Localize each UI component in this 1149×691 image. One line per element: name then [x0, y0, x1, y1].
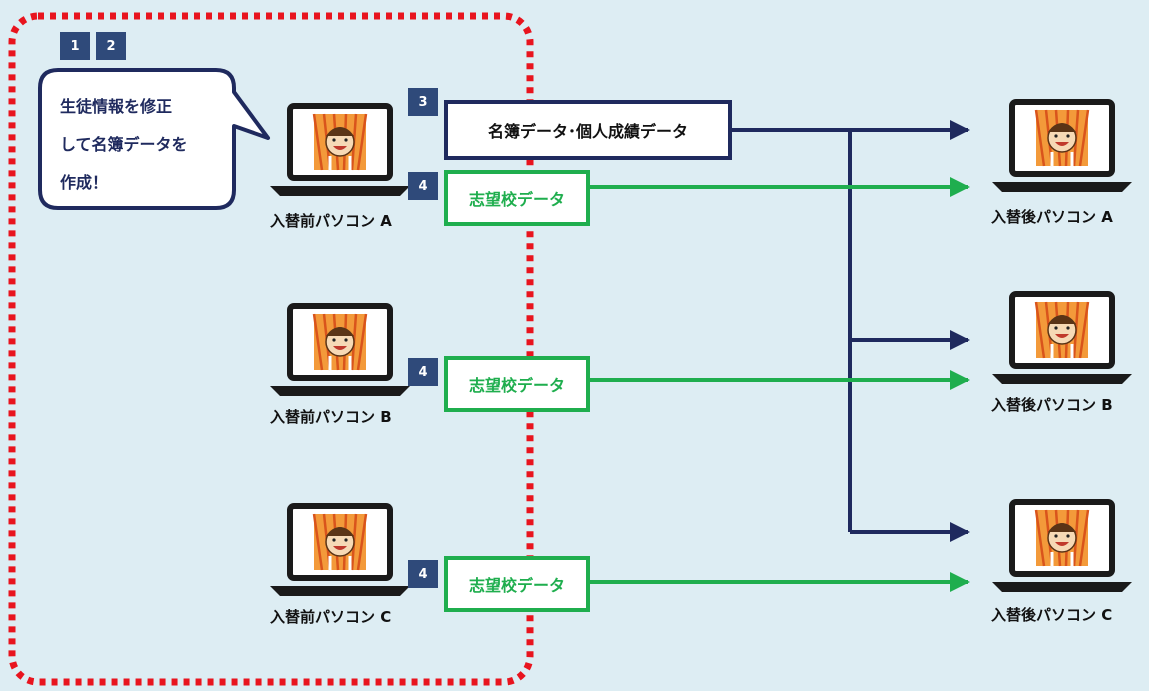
step-badge-4c: 4	[408, 560, 438, 588]
bubble-text: 生徒情報を修正 して名簿データを 作成！	[60, 88, 240, 202]
school-arrows	[590, 177, 970, 592]
pc-before-b-label: 入替前パソコン B	[270, 408, 392, 426]
roster-data-label: 名簿データ･個人成績データ	[444, 100, 732, 160]
speech-bubble	[38, 68, 270, 210]
pc-after-c-label: 入替後パソコン C	[991, 606, 1113, 624]
laptop-after-a-icon	[992, 102, 1132, 192]
roster-arrows	[730, 120, 970, 542]
step-badge-4b: 4	[408, 358, 438, 386]
laptop-before-c-icon	[270, 506, 410, 596]
pc-after-b-label: 入替後パソコン B	[991, 396, 1113, 414]
step-badge-4a: 4	[408, 172, 438, 200]
bubble-line-1: 生徒情報を修正	[60, 97, 173, 116]
bubble-line-3: 作成！	[60, 173, 109, 192]
laptop-after-b-icon	[992, 294, 1132, 384]
bubble-line-2: して名簿データを	[60, 135, 188, 154]
step-badge-2: 2	[96, 32, 126, 60]
school-data-label-b: 志望校データ	[444, 356, 590, 412]
step-badge-3: 3	[408, 88, 438, 116]
pc-before-a-label: 入替前パソコン A	[270, 212, 392, 230]
pc-before-c-label: 入替前パソコン C	[270, 608, 392, 626]
laptop-before-a-icon	[270, 106, 410, 196]
laptop-before-b-icon	[270, 306, 410, 396]
dotted-region-border	[8, 12, 534, 686]
school-data-label-a: 志望校データ	[444, 170, 590, 226]
laptop-after-c-icon	[992, 502, 1132, 592]
pc-after-a-label: 入替後パソコン A	[991, 208, 1113, 226]
step-badge-1: 1	[60, 32, 90, 60]
school-data-label-c: 志望校データ	[444, 556, 590, 612]
